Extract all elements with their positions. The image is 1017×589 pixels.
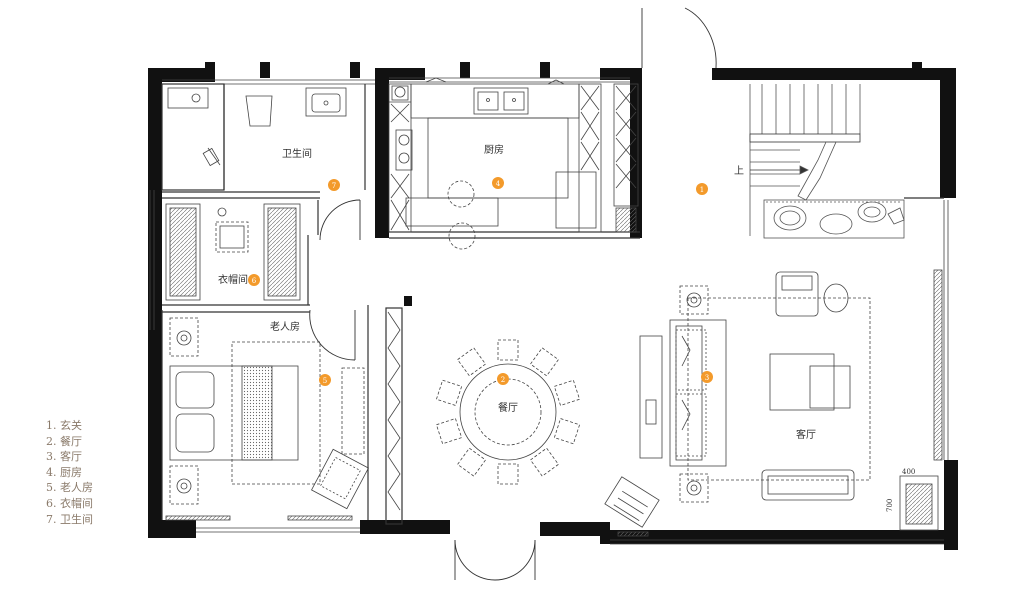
living-room-fixtures	[604, 269, 943, 537]
room-marker-1: 1	[696, 183, 708, 195]
dining-chair	[457, 347, 487, 377]
svg-text:3: 3	[705, 374, 709, 382]
dining-chair	[435, 418, 463, 445]
svg-text:7: 7	[332, 182, 336, 190]
room-label-living: 客厅	[796, 428, 816, 441]
legend-item: 2. 餐厅	[46, 434, 82, 448]
svg-text:2: 2	[501, 376, 505, 384]
room-marker-3: 3	[701, 371, 713, 383]
stair-up-label: 上	[734, 165, 744, 177]
room-label-bathroom: 卫生间	[282, 147, 312, 160]
legend-item: 5. 老人房	[46, 481, 93, 495]
dining-chair	[553, 379, 581, 406]
dimension-700: 700	[886, 499, 894, 512]
room-label-kitchen: 厨房	[484, 143, 504, 156]
room-marker-2: 2	[497, 373, 509, 385]
dimension-400: 400	[902, 468, 915, 476]
room-marker-6: 6	[248, 274, 260, 286]
dining-chair	[529, 447, 559, 477]
partition-column	[385, 296, 412, 525]
exterior-walls	[148, 62, 958, 550]
svg-text:6: 6	[252, 277, 257, 285]
room-marker-5: 5	[319, 374, 331, 386]
room-label-dining: 餐厅	[498, 401, 518, 414]
doors	[309, 7, 717, 581]
svg-text:5: 5	[323, 377, 327, 385]
dining-chair	[529, 347, 559, 377]
windows	[149, 77, 949, 545]
legend-item: 1. 玄关	[46, 419, 82, 432]
interior-walls	[161, 83, 640, 520]
kitchen-fixtures	[388, 77, 639, 250]
svg-text:1: 1	[700, 186, 704, 194]
dining-chair	[497, 339, 519, 361]
bathroom-fixtures	[245, 87, 347, 127]
legend-item: 6. 衣帽间	[46, 496, 93, 510]
svg-text:4: 4	[496, 180, 501, 188]
room-legend: 1. 玄关 2. 餐厅 3. 客厅 4. 厨房 5. 老人房 6. 衣帽间 7.…	[46, 418, 93, 527]
room-marker-4: 4	[492, 177, 504, 189]
dining-chair	[435, 379, 463, 406]
wardrobe-fixtures	[165, 203, 301, 301]
room-label-elderly-room: 老人房	[270, 320, 300, 333]
room-label-wardrobe: 衣帽间	[218, 273, 248, 286]
legend-item: 4. 厨房	[46, 465, 82, 479]
bedroom-fixtures	[165, 317, 369, 521]
legend-item: 7. 卫生间	[46, 512, 93, 526]
utility-closet	[167, 87, 221, 167]
room-marker-7: 7	[328, 179, 340, 191]
staircase	[749, 84, 944, 239]
dining-chair	[553, 418, 581, 445]
dining-chair	[497, 463, 519, 485]
legend-item: 3. 客厅	[46, 450, 82, 464]
